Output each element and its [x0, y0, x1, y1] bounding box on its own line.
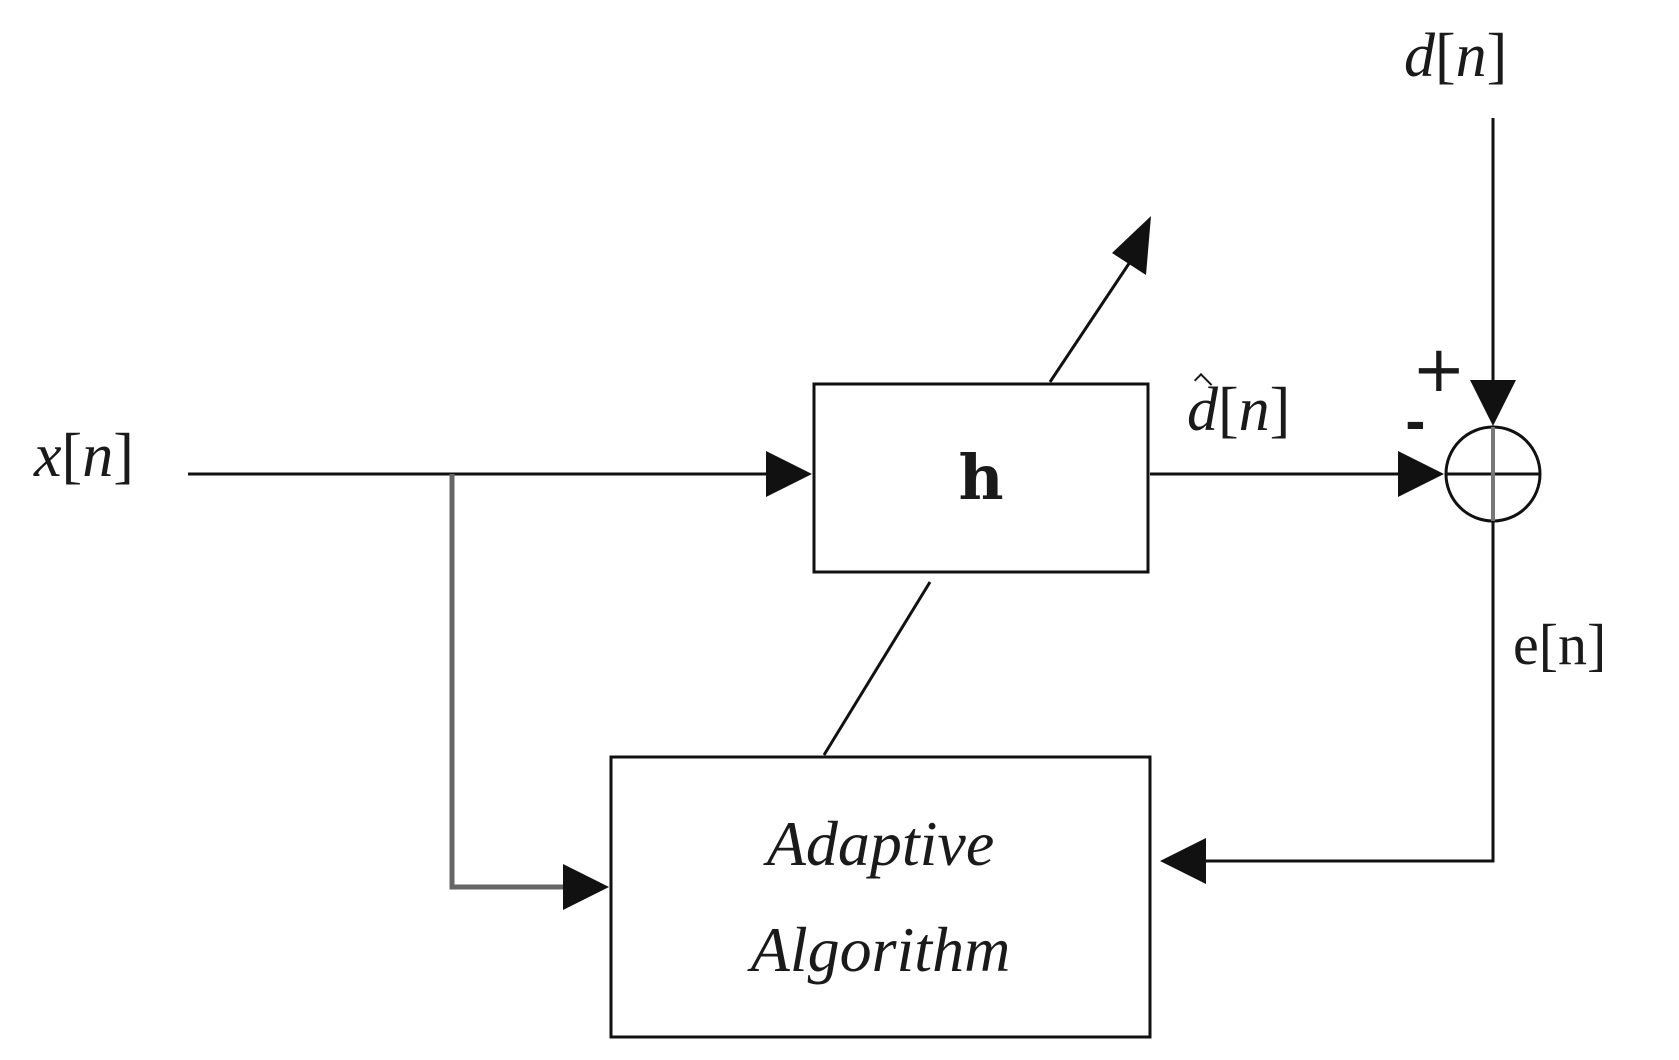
estimate-arrowhead — [1398, 451, 1444, 497]
adaptation-line-lower — [822, 581, 932, 756]
adaptation-arrowhead — [1112, 216, 1151, 275]
algorithm-label: Adaptive Algorithm — [611, 757, 1150, 1037]
estimate-signal-label: d[n] — [1187, 378, 1290, 441]
algorithm-label-line1: Adaptive — [766, 808, 995, 880]
adaptation-line-upper — [1048, 261, 1132, 383]
summing-junction — [1444, 425, 1542, 523]
estimate-var: d — [1187, 376, 1218, 444]
input-arrowhead — [766, 451, 812, 497]
filter-block — [812, 382, 1150, 574]
input-close-bracket: ] — [113, 422, 134, 490]
input-signal-label: x[n] — [34, 424, 134, 487]
desired-var: d — [1404, 22, 1435, 90]
error-line — [1196, 521, 1495, 863]
desired-close-bracket: ] — [1486, 22, 1508, 90]
estimate-close-bracket: ] — [1269, 376, 1291, 444]
algorithm-label-line2: Algorithm — [750, 914, 1011, 985]
estimate-open-bracket: [ — [1218, 376, 1239, 444]
algorithm-input-arrowhead — [563, 864, 609, 910]
error-arrowhead — [1160, 838, 1206, 884]
desired-arrowhead — [1470, 380, 1516, 426]
summer-plus-sign: + — [1412, 333, 1466, 407]
desired-index: n — [1455, 22, 1487, 90]
desired-signal-label: d[n] — [1404, 24, 1507, 87]
input-open-bracket: [ — [61, 422, 83, 490]
estimate-index: n — [1238, 376, 1270, 444]
input-var: x — [34, 422, 62, 490]
summer-minus-sign: - — [1405, 394, 1426, 452]
algorithm-block — [609, 755, 1152, 1039]
desired-open-bracket: [ — [1435, 22, 1456, 90]
error-signal-label: e[n] — [1513, 612, 1607, 677]
filter-label: h — [958, 441, 1004, 514]
input-branch-line — [449, 474, 578, 890]
input-index: n — [82, 422, 114, 490]
